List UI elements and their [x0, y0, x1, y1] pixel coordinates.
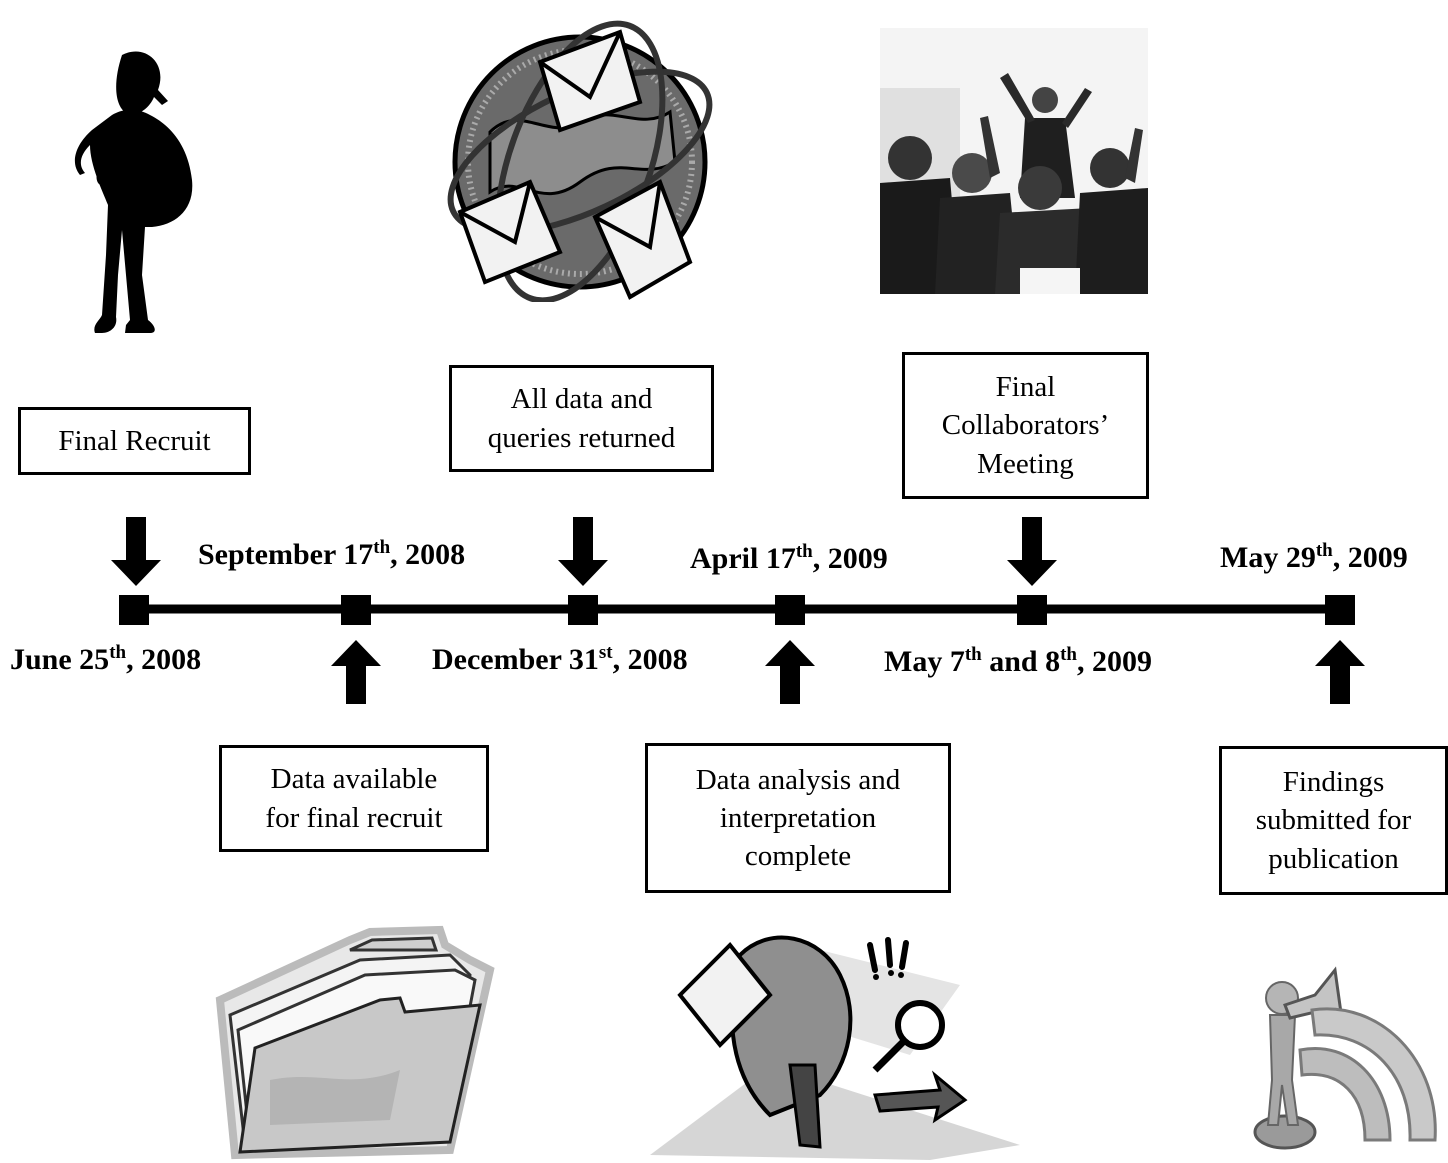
event-date-may-7-8-2009: May 7th and 8th, 2009: [884, 645, 1152, 679]
date-text: May 29: [1220, 541, 1316, 574]
up-arrow-4: [765, 640, 815, 704]
date-text: , 2009: [812, 542, 888, 575]
timeline-marker-3: [568, 595, 598, 625]
label-line: Data analysis and: [695, 763, 901, 796]
date-suffix: th: [1060, 644, 1078, 665]
date-suffix: th: [1315, 540, 1333, 561]
label-line: Data available: [270, 763, 438, 796]
event-label-text: Findings submitted for publication: [1256, 763, 1411, 878]
event-label-final-recruit: Final Recruit: [18, 407, 251, 475]
event-date-june-2008: June 25th, 2008: [10, 643, 201, 677]
label-line: queries returned: [487, 421, 676, 454]
globe-mail-icon: [447, 20, 713, 302]
date-text: , 2008: [390, 538, 466, 571]
event-label-text: All data and queries returned: [488, 380, 676, 457]
event-label-data-available: Data available for final recruit: [219, 745, 489, 852]
label-line: Findings: [1282, 766, 1385, 799]
date-text: and 8: [981, 645, 1061, 678]
event-date-april-2009: April 17th, 2009: [690, 542, 888, 576]
event-label-collaborators-meeting: Final Collaborators’ Meeting: [902, 352, 1149, 499]
date-text: September 17: [198, 538, 374, 571]
label-line: for final recruit: [265, 801, 443, 834]
event-label-data-returned: All data and queries returned: [449, 365, 714, 472]
up-arrow-2: [331, 640, 381, 704]
up-arrow-6: [1315, 640, 1365, 704]
pregnant-woman-silhouette-icon: [74, 51, 193, 333]
date-text: December 31: [432, 643, 599, 676]
date-text: , 2008: [612, 643, 688, 676]
magnifying-glass-analyst-icon: [650, 935, 1020, 1160]
label-line: Collaborators’: [941, 409, 1110, 442]
event-label-text: Final Recruit: [58, 422, 210, 460]
event-label-analysis-complete: Data analysis and interpretation complet…: [645, 743, 951, 893]
date-suffix: st: [598, 642, 613, 663]
label-line: interpretation: [719, 801, 877, 834]
event-date-may-29-2009: May 29th, 2009: [1220, 541, 1408, 575]
megaphone-broadcast-icon: [1253, 966, 1437, 1150]
date-suffix: th: [964, 644, 982, 665]
down-arrow-3: [558, 517, 608, 586]
down-arrow-5: [1007, 517, 1057, 586]
date-text: , 2009: [1332, 541, 1408, 574]
cheering-meeting-photo: [880, 28, 1148, 294]
timeline-marker-1: [119, 595, 149, 625]
date-text: , 2008: [126, 643, 202, 676]
date-suffix: th: [373, 537, 391, 558]
label-line: complete: [744, 840, 852, 873]
label-line: publication: [1268, 842, 1399, 875]
event-label-text: Final Collaborators’ Meeting: [942, 368, 1110, 483]
timeline-marker-5: [1017, 595, 1047, 625]
event-label-findings-submitted: Findings submitted for publication: [1219, 746, 1448, 895]
label-line: Final: [995, 371, 1056, 404]
date-text: May 7: [884, 645, 965, 678]
folder-icon: [215, 925, 495, 1160]
event-label-text: Data available for final recruit: [265, 760, 442, 837]
date-text: June 25: [10, 643, 110, 676]
label-line: Meeting: [977, 447, 1074, 480]
event-date-september-2008: September 17th, 2008: [198, 538, 465, 572]
event-date-december-2008: December 31st, 2008: [432, 643, 688, 677]
date-suffix: th: [109, 642, 127, 663]
event-label-text: Data analysis and interpretation complet…: [696, 761, 901, 876]
timeline-marker-4: [775, 595, 805, 625]
timeline-marker-6: [1325, 595, 1355, 625]
label-line: All data and: [510, 383, 653, 416]
timeline-marker-2: [341, 595, 371, 625]
label-line: submitted for: [1255, 804, 1412, 837]
down-arrow-1: [111, 517, 161, 586]
date-text: , 2009: [1077, 645, 1153, 678]
date-text: April 17: [690, 542, 796, 575]
date-suffix: th: [795, 541, 813, 562]
label-line: Final Recruit: [58, 424, 211, 457]
